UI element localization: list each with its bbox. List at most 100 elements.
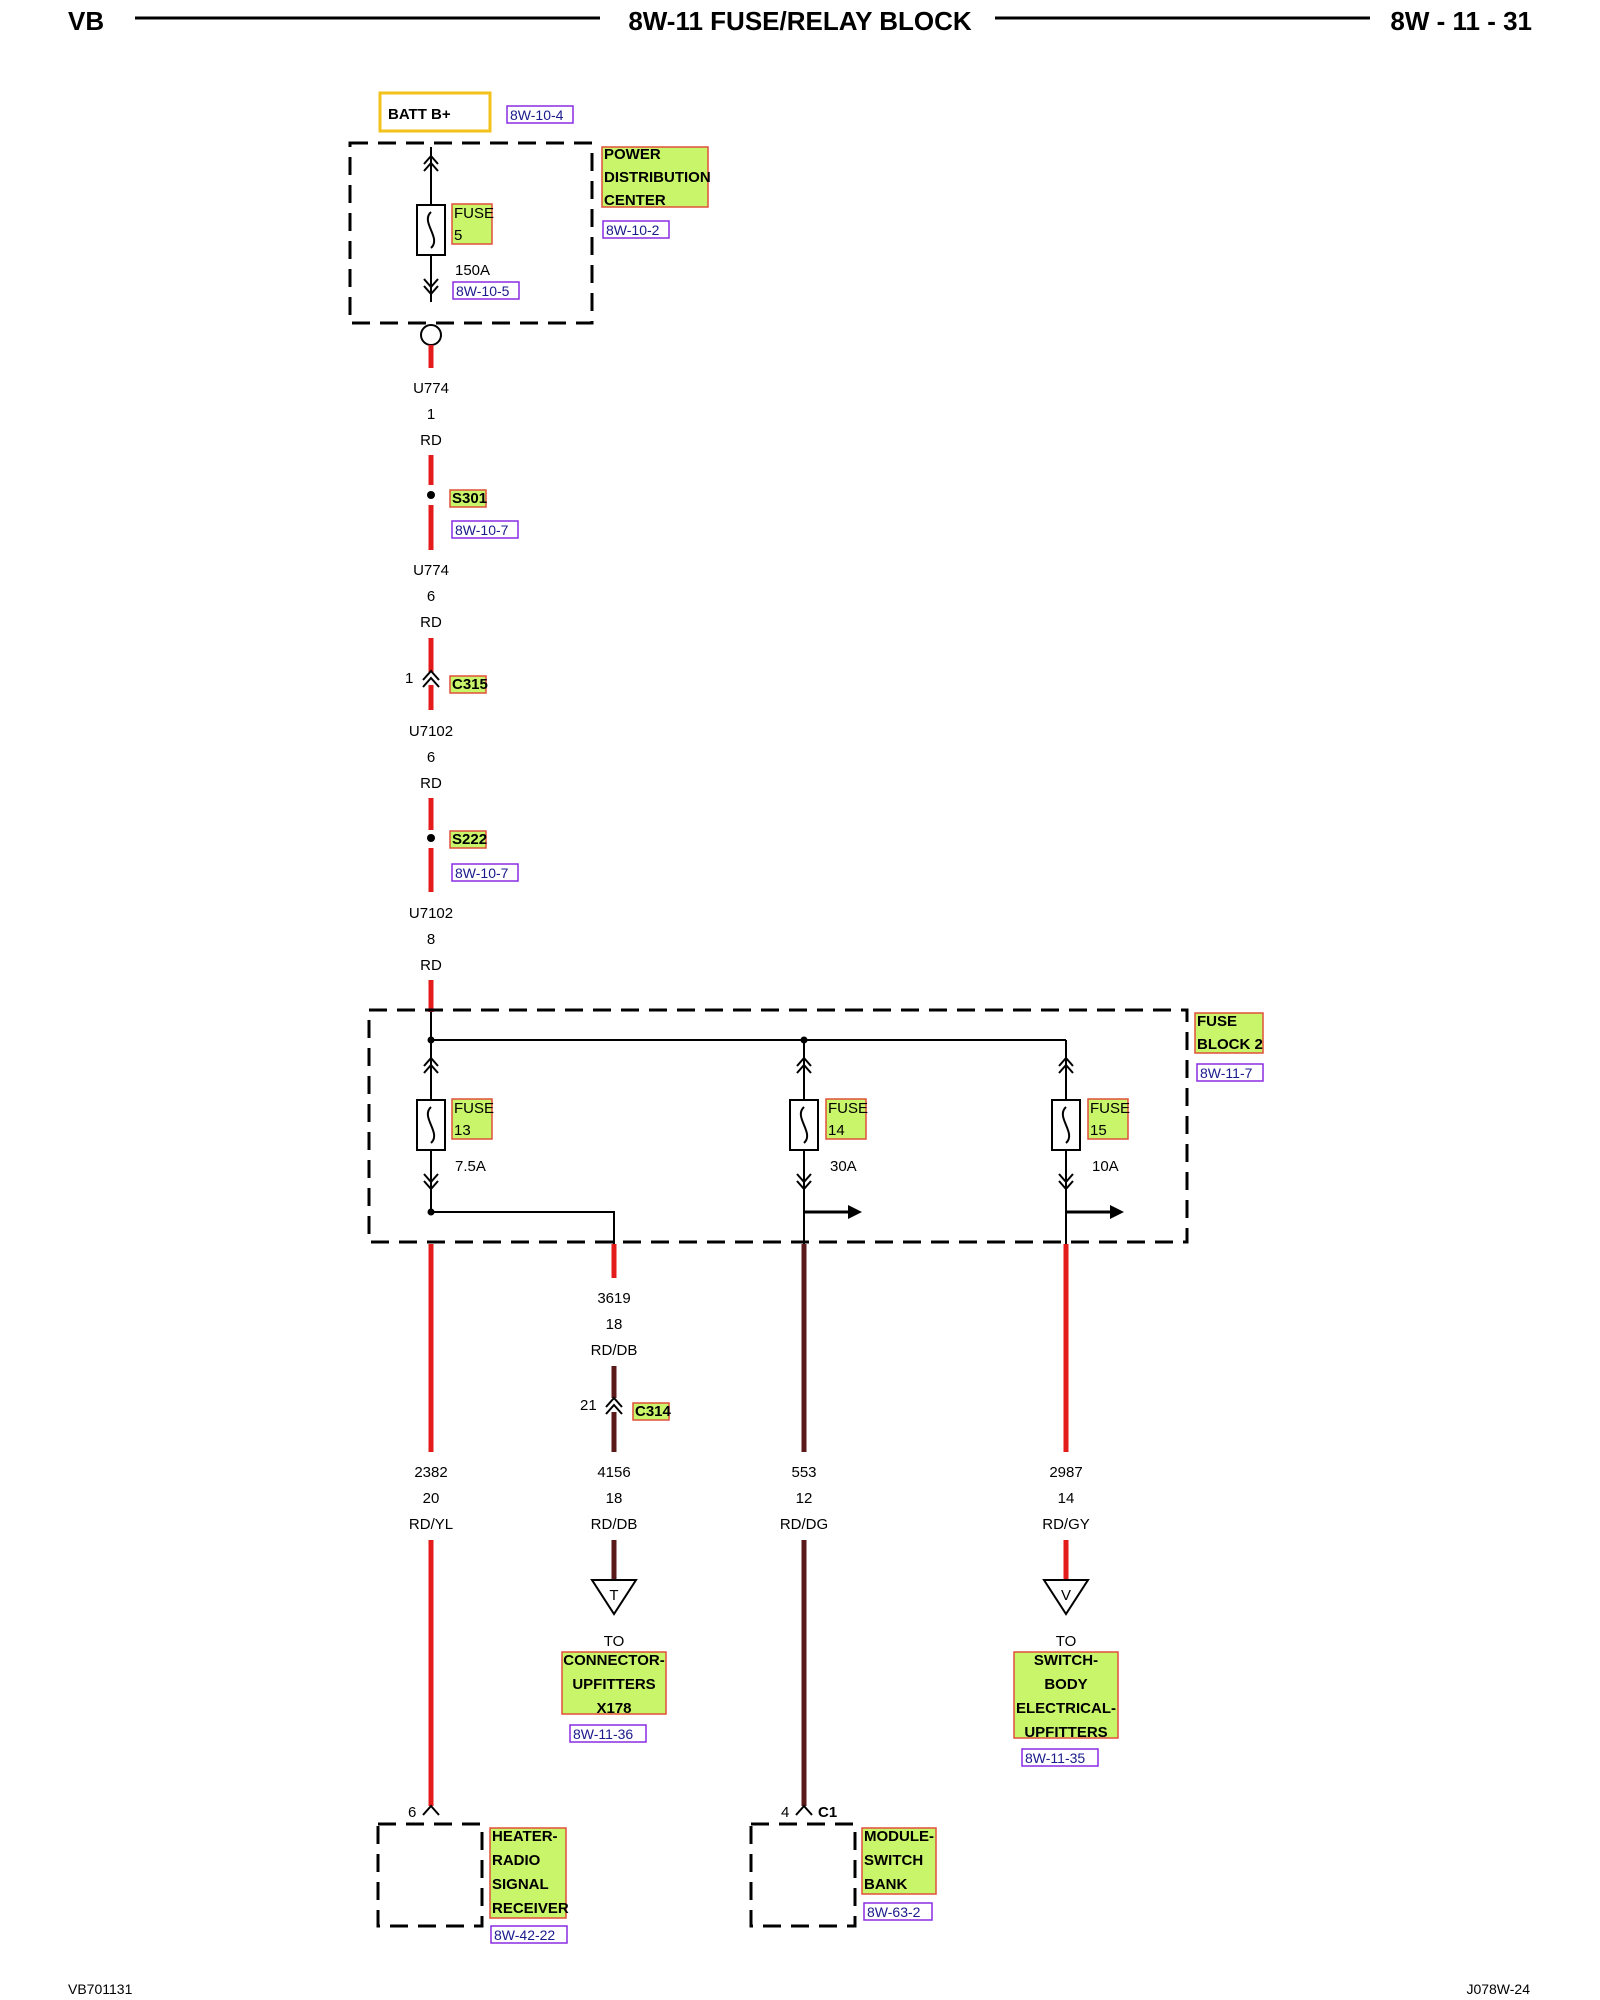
to-connector-ref-box [569,1724,647,1743]
fuse-14-connector-bottom-icon [796,1173,812,1184]
fuse-14-label: FUSE [828,1100,868,1117]
out-553-color: RD/DG [780,1516,828,1533]
main-wire-4-color: RD [420,957,442,974]
main-wire-3-gauge: 6 [427,749,435,766]
splice-s222-bg [449,830,487,849]
main-wire-3-color: RD [420,775,442,792]
main-wire-2-color: RD [420,614,442,631]
heater-radio-ref[interactable]: 8W-42-22 [494,1927,555,1943]
fuse-13-connector-bottom-icon [423,1173,439,1184]
branch-3619-wire [431,1211,615,1244]
to-switch-ref-box [1021,1748,1099,1767]
splice-s301-ref[interactable]: 8W-10-7 [455,522,509,538]
heater-radio-label-bg [489,1827,567,1919]
fuse-15-connector-bottom-icon-2 [1058,1180,1074,1191]
pdc-boundary [348,141,594,325]
fuse-14-rating: 30A [830,1158,857,1175]
c314-pin: 21 [580,1397,597,1414]
splice-s222-ref[interactable]: 8W-10-7 [455,865,509,881]
batt-ref[interactable]: 8W-10-4 [510,107,564,123]
c315-pin: 1 [405,670,413,687]
to-switch-label-3: ELECTRICAL- [1016,1700,1116,1717]
fuse-5-rating: 150A [455,262,490,279]
pdc-ref[interactable]: 8W-10-2 [606,222,660,238]
footer-left: VB701131 [68,1981,133,1997]
splice-s301-dot [427,491,435,499]
fuse-13-connector-bottom-icon-2 [423,1180,439,1191]
fuse-13-element [426,1106,436,1144]
pdc-label-3: CENTER [604,192,666,209]
page-title: 8W-11 FUSE/RELAY BLOCK [628,6,972,36]
fuse-block-2-ref-box [1196,1063,1264,1082]
heater-radio-label-1: HEATER- [492,1828,558,1845]
to-switch-triangle-icon [1042,1579,1090,1616]
fuse-15-number: 15 [1090,1122,1107,1139]
module-switch-label-2: SWITCH [864,1852,923,1869]
fuse-5-label: FUSE [454,205,494,222]
fuse-14-arrow-icon [848,1205,862,1219]
to-connector-label-3: X178 [596,1700,631,1717]
out-2382-gauge: 20 [423,1490,440,1507]
splice-s301-bg [449,489,487,508]
fuse-15-element [1061,1106,1071,1144]
out-553-gauge: 12 [796,1490,813,1507]
pdc-connector-bottom-icon [423,278,439,289]
fuse-14-element [799,1106,809,1144]
to-switch-ref[interactable]: 8W-11-35 [1025,1750,1085,1766]
fuse-5-number: 5 [454,227,462,244]
to-connector-symbol: T [609,1587,618,1604]
main-wire-1-circuit: U774 [413,380,449,397]
to-switch-label-2: BODY [1044,1676,1087,1693]
stud-terminal-icon [420,324,442,346]
c315-connector-icon-2 [422,676,440,688]
pdc-connector-top-icon-2 [423,161,439,172]
pdc-label-bg [601,146,709,208]
to-connector-ref[interactable]: 8W-11-36 [573,1726,633,1742]
fuse-13-number: 13 [454,1122,471,1139]
splice-s301-ref-box [451,520,519,539]
fuse-13-label: FUSE [454,1100,494,1117]
out-2987-color: RD/GY [1042,1516,1090,1533]
c314-connector-icon-2 [605,1403,623,1415]
fuse-5-element [426,211,436,249]
fuse-14-connector-top-icon-2 [796,1063,812,1074]
fuse-block-2-ref[interactable]: 8W-11-7 [1200,1065,1253,1081]
c315-label: C315 [452,676,488,693]
to-connector-triangle-icon [590,1579,638,1616]
to-switch-to: TO [1056,1633,1077,1650]
c314-connector-icon [605,1396,623,1408]
heater-radio-pin: 6 [408,1804,416,1821]
fuse-block-2-label-1: FUSE [1197,1013,1237,1030]
to-connector-label-bg [561,1651,667,1715]
splice-s222-dot [427,834,435,842]
header-left: VB [68,6,104,36]
module-switch-ref[interactable]: 8W-63-2 [867,1904,921,1920]
fuse-block-2-label-bg [1194,1012,1264,1054]
batt-label: BATT B+ [388,106,451,123]
to-connector-to: TO [604,1633,625,1650]
batt-box [378,91,492,133]
fuse-15-connector-bottom-icon [1058,1173,1074,1184]
batt-ref-box [506,105,574,124]
c314-label: C314 [635,1403,672,1420]
splice-s222-label: S222 [452,831,487,848]
module-switch-label-bg [861,1827,937,1895]
to-switch-label-1: SWITCH- [1034,1652,1098,1669]
fuse-15-label: FUSE [1090,1100,1130,1117]
to-switch-label-4: UPFITTERS [1024,1724,1107,1741]
page-number: 8W - 11 - 31 [1390,6,1532,36]
fuse-14-number: 14 [828,1122,845,1139]
main-wire-4-gauge: 8 [427,931,435,948]
pdc-label-1: POWER [604,146,661,163]
to-connector-label-2: UPFITTERS [572,1676,655,1693]
heater-radio-ref-box [490,1925,568,1944]
out-2382-color: RD/YL [409,1516,453,1533]
fuse-5-ref[interactable]: 8W-10-5 [456,283,510,299]
fuse-14-connector-bottom-icon-2 [796,1180,812,1191]
out-4156-gauge: 18 [606,1490,623,1507]
heater-radio-label-2: RADIO [492,1852,541,1869]
fuse-13-connector-top-icon-2 [423,1063,439,1074]
main-wire-1-color: RD [420,432,442,449]
main-wire-4-circuit: U7102 [409,905,453,922]
